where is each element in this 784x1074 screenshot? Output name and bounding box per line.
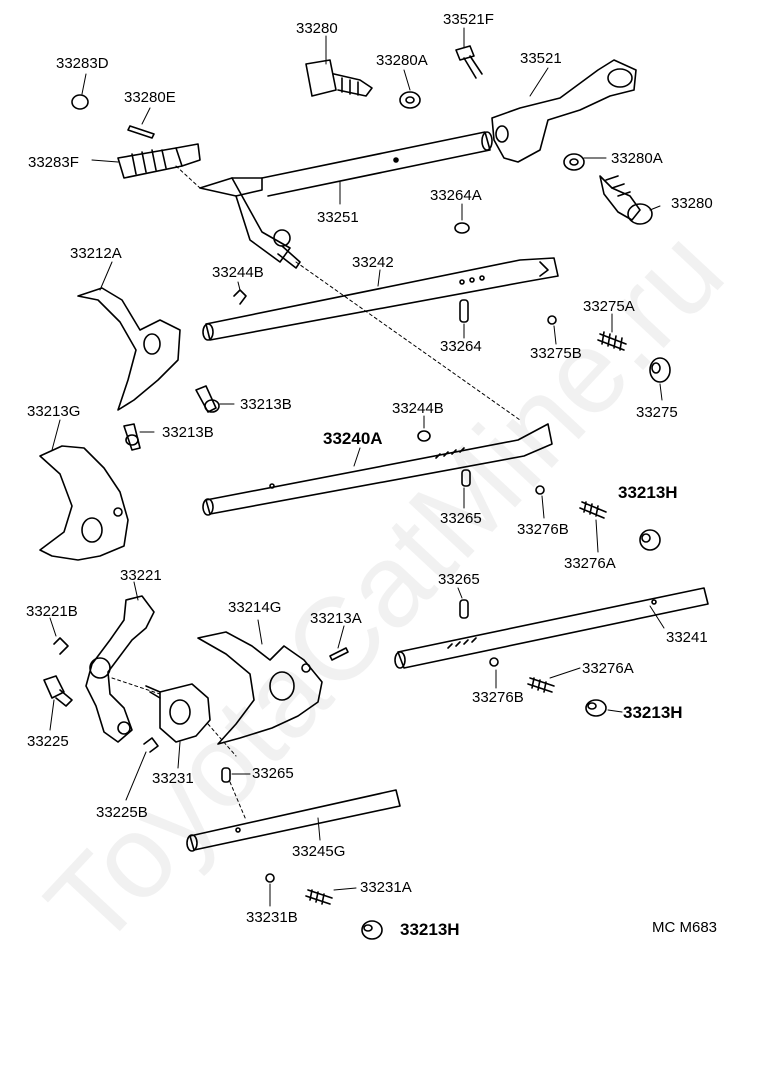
label-33264A: 33264A (430, 187, 482, 204)
fork-33214G (197, 631, 323, 745)
label-33214G: 33214G (228, 599, 282, 616)
shaft-33240A (202, 423, 553, 516)
pin-33213A (329, 647, 349, 661)
label-33521: 33521 (520, 50, 562, 67)
label-33225: 33225 (27, 733, 69, 750)
label-33265-c: 33265 (252, 765, 294, 782)
label-33213H-c: 33213H (400, 920, 460, 939)
label-33275: 33275 (636, 404, 678, 421)
pivot-33225 (43, 675, 73, 707)
leader-lines (49, 27, 665, 907)
bolt-33213B-b (123, 423, 141, 451)
label-33212A: 33212A (70, 245, 122, 262)
label-33521F: 33521F (443, 11, 494, 28)
label-33245G: 33245G (292, 843, 346, 860)
ball-33264A (454, 222, 470, 234)
label-33275A: 33275A (583, 298, 635, 315)
label-33231B: 33231B (246, 909, 298, 926)
shaft-33241 (394, 587, 709, 669)
spring-33276A-b (527, 677, 555, 693)
shaft-33245G (186, 789, 401, 852)
plug-33280-right (599, 175, 653, 225)
assembly-lines (111, 165, 521, 821)
label-33221B: 33221B (26, 603, 78, 620)
shaft-33251 (199, 131, 493, 269)
fork-33212A (77, 287, 181, 411)
clip-33221B (53, 637, 69, 655)
plug-33275 (649, 357, 671, 383)
ball-33231B (265, 873, 275, 883)
clip-33225B (143, 737, 159, 753)
label-33280-top: 33280 (296, 20, 338, 37)
clip-33244B-top (233, 289, 247, 305)
label-33241: 33241 (666, 629, 708, 646)
label-33225B: 33225B (96, 804, 148, 821)
label-33280A-top: 33280A (376, 52, 428, 69)
plug-33213H-a (639, 529, 661, 551)
label-33244B-mid: 33244B (392, 400, 444, 417)
label-33221: 33221 (120, 567, 162, 584)
label-33276B-b: 33276B (472, 689, 524, 706)
label-33213H-b: 33213H (623, 703, 683, 722)
label-33276A-a: 33276A (564, 555, 616, 572)
pin-33280E (127, 125, 155, 139)
label-33276A-b: 33276A (582, 660, 634, 677)
pin-33264 (459, 299, 469, 323)
label-33265-b: 33265 (438, 571, 480, 588)
lever-33521 (491, 59, 637, 163)
label-33265-a: 33265 (440, 510, 482, 527)
plug-33283F (117, 143, 201, 179)
label-33276B-a: 33276B (517, 521, 569, 538)
diagram-code: MC M683 (652, 919, 718, 936)
label-33213B-a: 33213B (240, 396, 292, 413)
plug-33280-top (305, 59, 373, 97)
ball-33275B (547, 315, 557, 325)
label-33244B-top: 33244B (212, 264, 264, 281)
label-33283F: 33283F (28, 154, 79, 171)
bolt-33213B-a (195, 385, 220, 413)
washer-33280A-top (399, 91, 421, 109)
label-33213G: 33213G (27, 403, 81, 420)
label-33251: 33251 (317, 209, 359, 226)
spring-33275A (597, 331, 627, 351)
label-33283D: 33283D (56, 55, 109, 72)
label-33213B-b: 33213B (162, 424, 214, 441)
fork-33213G (39, 445, 129, 561)
ball-33276B-b (489, 657, 499, 667)
plug-33213H-c (361, 920, 383, 940)
label-33231: 33231 (152, 770, 194, 787)
label-33213A: 33213A (310, 610, 362, 627)
label-33242: 33242 (352, 254, 394, 271)
label-33280A-right: 33280A (611, 150, 663, 167)
label-33240A: 33240A (323, 429, 383, 448)
clip-33244B-mid (417, 430, 431, 442)
label-33213H-a: 33213H (618, 483, 678, 502)
label-33280-right: 33280 (671, 195, 713, 212)
washer-33280A-right (563, 153, 585, 171)
label-33231A: 33231A (360, 879, 412, 896)
ball-33276B-a (535, 485, 545, 495)
spring-33231A (305, 889, 333, 905)
label-33264: 33264 (440, 338, 482, 355)
head-33231 (145, 683, 211, 743)
pin-33265-b (459, 599, 469, 619)
pin-33265-c (221, 767, 231, 783)
plug-33213H-b (585, 699, 607, 717)
bolt-33521F (455, 45, 483, 79)
label-33275B: 33275B (530, 345, 582, 362)
lever-33221 (85, 595, 155, 743)
plug-33283D (71, 94, 89, 110)
pin-33265-a (461, 469, 471, 487)
label-33280E: 33280E (124, 89, 176, 106)
shaft-33242 (202, 257, 559, 341)
spring-33276A-a (579, 501, 607, 519)
